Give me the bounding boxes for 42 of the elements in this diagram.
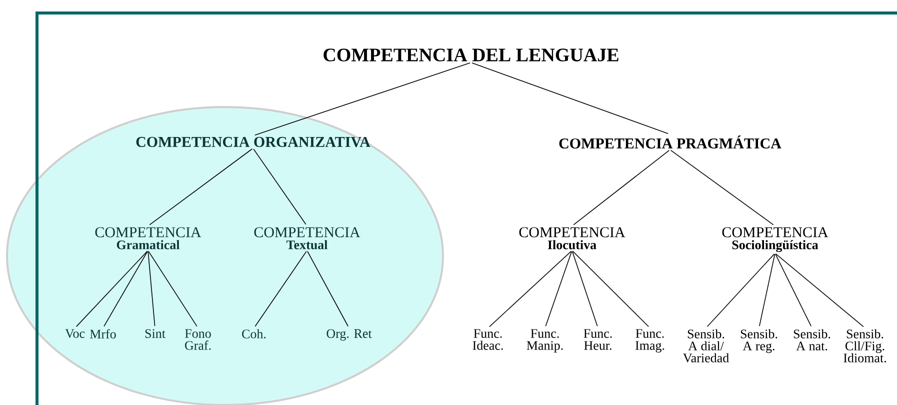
tree-line (104, 250, 148, 327)
leaf-label: Sint (145, 329, 166, 338)
tree-line (545, 251, 572, 327)
tree-line (706, 254, 775, 327)
tree-line (307, 250, 348, 327)
leaf-label: Sensib. A reg. (740, 329, 778, 354)
tree-line (149, 148, 253, 226)
tree-line (148, 250, 198, 327)
tree-line (775, 254, 812, 327)
tree-line (573, 150, 670, 226)
tree-line (148, 251, 156, 326)
leaf-label: Func. Ideac. (472, 329, 503, 350)
leaf-label: Sensib. A dial/ Variedad (683, 329, 729, 362)
tree-line (254, 62, 470, 136)
leaf-label: Sensib. A nat. (794, 329, 830, 350)
category-label: COMPETENCIA Sociolingüística (722, 227, 828, 252)
tree-line (759, 254, 776, 326)
leaf-label: Coh. (242, 329, 266, 338)
tree-line (76, 250, 148, 327)
tree-line (253, 148, 306, 225)
category-label: COMPETENCIA Textual (254, 227, 360, 250)
leaf-label: Fono Graf. (185, 329, 211, 350)
leaf-label: Func. Imag. (636, 329, 664, 353)
category-label: COMPETENCIA Gramatical (95, 227, 202, 250)
category-label: COMPETENCIA ORGANIZATIVA (136, 136, 370, 148)
category-label: COMPETENCIA PRAGMÁTICA (559, 136, 782, 148)
leaf-label: Sensib. Cll/Fig. Idiomat. (844, 329, 886, 362)
tree-line (572, 251, 598, 326)
tree-line (489, 250, 572, 328)
title-text: COMPETENCIA DEL LENGUAJE (324, 48, 618, 62)
leaf-label: Org. Ret (326, 329, 372, 341)
highlight-ellipse (6, 106, 444, 405)
tree-line (254, 250, 307, 327)
tree-line (572, 250, 649, 327)
leaf-label: Mrfo (90, 329, 116, 338)
tree-line (775, 253, 864, 328)
tree-line (670, 150, 774, 226)
category-label: COMPETENCIA Ilocutiva (519, 227, 626, 250)
tree-line (472, 62, 669, 134)
leaf-label: Func. Manip. (526, 329, 563, 352)
leaf-label: Voc (65, 329, 85, 338)
leaf-label: Func. Heur. (584, 329, 612, 350)
